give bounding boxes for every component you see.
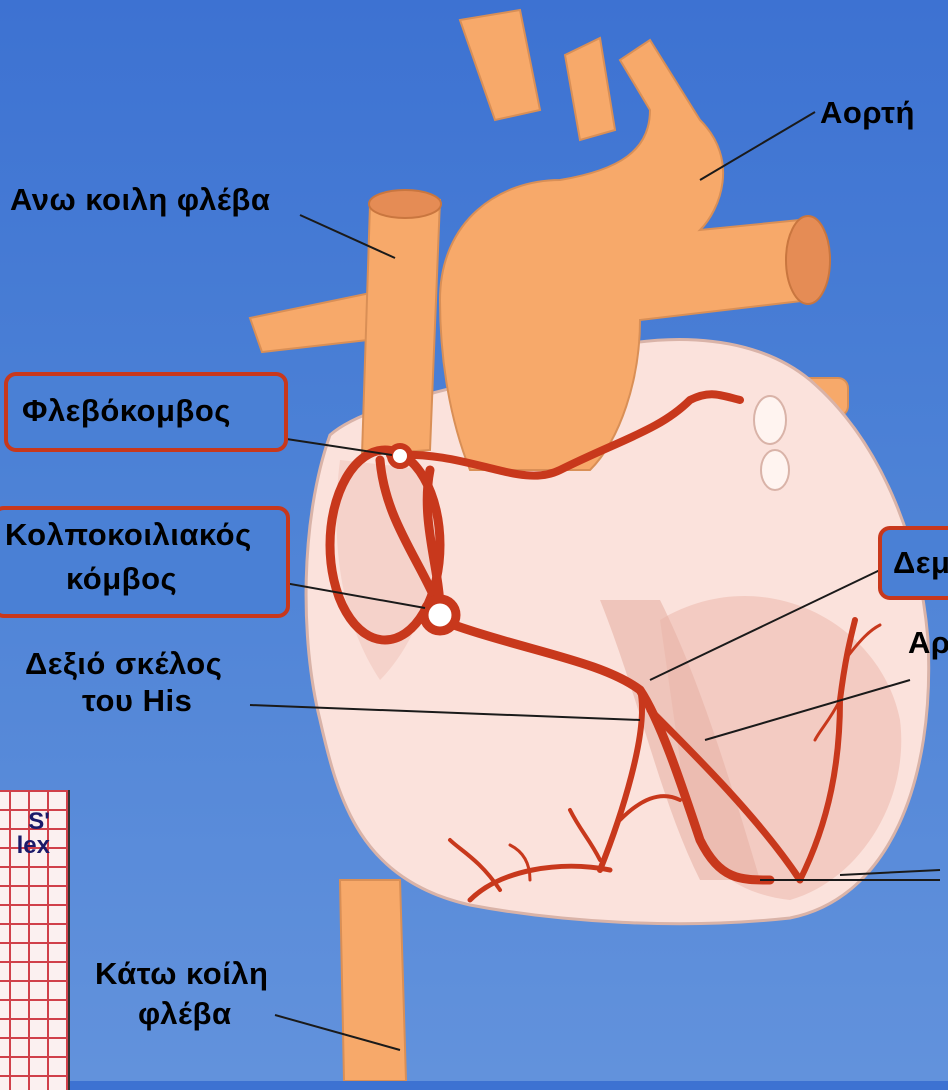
left-atrium-lobe [761, 450, 789, 490]
sinoatrial-node [390, 446, 410, 466]
ecg-text-line1: S' [0, 810, 50, 834]
aorta-label: Αορτή [820, 96, 915, 130]
av-node [424, 599, 456, 631]
inferior-vena-cava-label-line2: φλέβα [138, 997, 232, 1031]
inferior-vena-cava-label-line1: Κάτω κοίλη [95, 957, 269, 991]
inferior-vena-cava-vessel [340, 880, 406, 1081]
aorta-branch [565, 38, 615, 140]
av-node-label-line2: κόμβος [66, 562, 177, 596]
superior-vena-cava-label: Ανω κοιλη φλέβα [10, 183, 270, 217]
ecg-text-line2: lex [0, 834, 50, 858]
bundle-his-label: Δεμ [893, 546, 948, 580]
left-bundle-label: Αρ [908, 626, 948, 660]
sinoatrial-node-label: Φλεβόκομβος [22, 394, 231, 428]
superior-vena-cava-opening [369, 190, 441, 218]
av-node-label-line1: Κολποκοιλιακός [5, 518, 252, 552]
aorta-arch-top [460, 10, 540, 120]
right-bundle-label-line1: Δεξιό σκέλος [25, 647, 222, 681]
aorta-opening [786, 216, 830, 304]
superior-vena-cava-vessel [362, 200, 440, 455]
left-atrium-lobe [754, 396, 786, 444]
right-bundle-label-line2: του His [82, 684, 192, 718]
ecg-thumbnail: S' lex [0, 790, 70, 1090]
